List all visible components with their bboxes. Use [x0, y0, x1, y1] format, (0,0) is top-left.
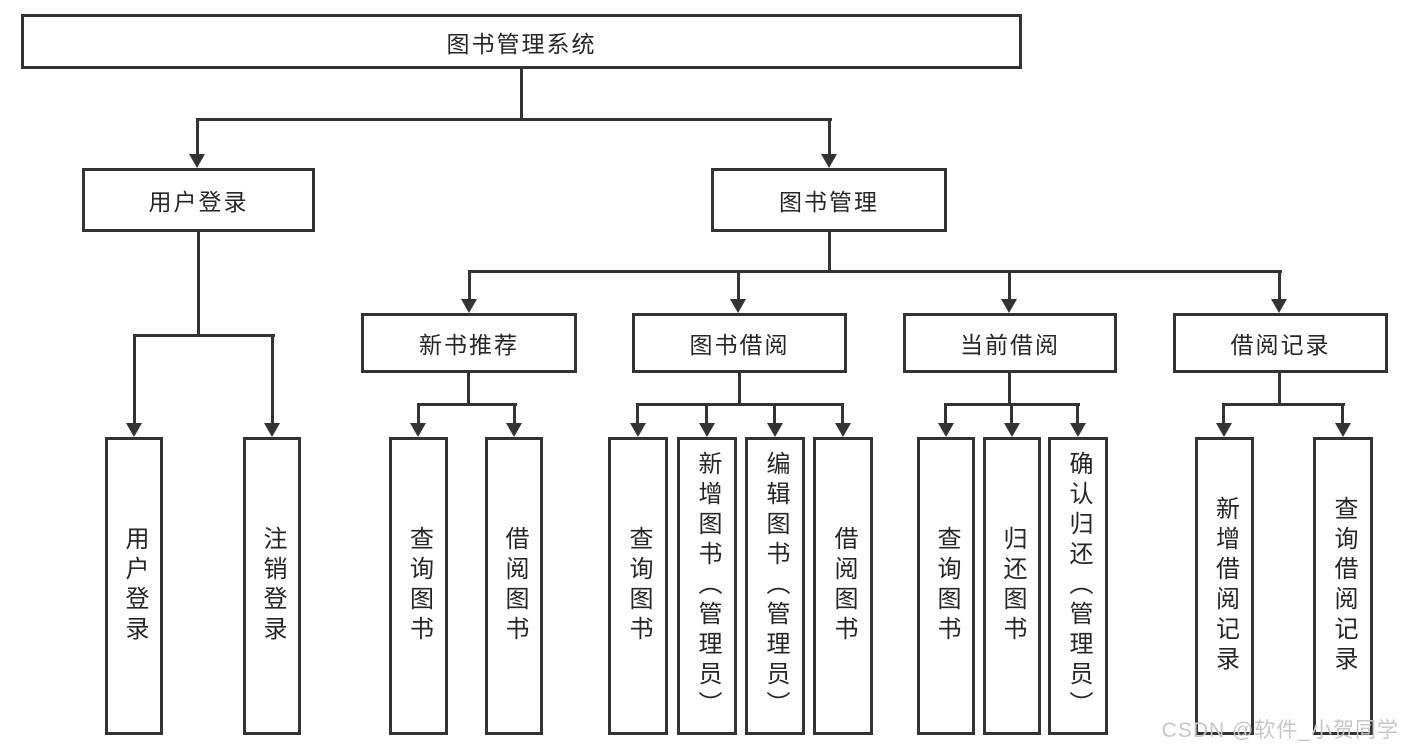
- arrowhead-down-icon: [699, 423, 715, 437]
- connector-vline: [773, 403, 776, 425]
- node-current-borrow: 当前借阅: [903, 313, 1117, 373]
- connector-vline: [1010, 403, 1013, 425]
- arrowhead-down-icon: [1216, 423, 1232, 437]
- connector-vline: [467, 372, 470, 406]
- node-label: 新增图书（管理员）: [694, 451, 721, 721]
- node-label: 当前借阅: [960, 332, 1060, 358]
- node-borrow-books-recommend: 借阅图书: [485, 437, 543, 735]
- connector-hline: [133, 334, 275, 337]
- node-label: 查询图书: [405, 526, 433, 646]
- node-label: 图书管理: [779, 189, 879, 215]
- connector-vline: [1341, 403, 1344, 425]
- node-book-borrow: 图书借阅: [632, 313, 847, 373]
- node-book-management: 图书管理: [711, 168, 947, 232]
- node-confirm-return-admin: 确认归还（管理员）: [1048, 437, 1108, 735]
- node-query-books-recommend: 查询图书: [389, 437, 448, 735]
- node-label: 查询借阅记录: [1330, 496, 1357, 676]
- node-label: 借阅图书: [501, 526, 528, 646]
- arrowhead-down-icon: [938, 423, 954, 437]
- connector-vline: [133, 334, 136, 424]
- connector-hline: [196, 118, 832, 121]
- node-return-book: 归还图书: [983, 437, 1041, 735]
- arrowhead-down-icon: [835, 423, 851, 437]
- node-label: 编辑图书（管理员）: [762, 451, 789, 721]
- connector-vline: [636, 403, 639, 425]
- connector-hline: [636, 403, 844, 406]
- connector-vline: [197, 231, 200, 337]
- node-borrow-records: 借阅记录: [1173, 313, 1388, 373]
- arrowhead-down-icon: [767, 423, 783, 437]
- arrowhead-down-icon: [410, 423, 426, 437]
- node-borrow-books: 借阅图书: [813, 437, 873, 735]
- arrowhead-down-icon: [1070, 423, 1086, 437]
- connector-vline: [738, 372, 741, 406]
- node-label: 新书推荐: [419, 332, 519, 358]
- node-query-books-borrow: 查询图书: [608, 437, 668, 735]
- node-new-book-recommend: 新书推荐: [361, 313, 577, 373]
- node-label: 用户登录: [148, 189, 249, 215]
- node-label: 图书借阅: [689, 332, 790, 358]
- node-logout: 注销登录: [243, 437, 301, 735]
- connector-vline: [841, 403, 844, 425]
- arrowhead-down-icon: [461, 299, 477, 313]
- node-label: 新增借阅记录: [1211, 496, 1239, 676]
- node-label: 图书管理系统: [446, 30, 597, 57]
- connector-hline: [417, 403, 517, 406]
- arrowhead-down-icon: [506, 423, 522, 437]
- connector-vline: [1076, 403, 1079, 425]
- watermark: CSDN @软件_小贺同学: [1161, 719, 1399, 742]
- node-label: 借阅图书: [830, 526, 857, 646]
- connector-vline: [1008, 270, 1011, 300]
- connector-vline: [828, 118, 831, 156]
- connector-vline: [417, 403, 420, 425]
- connector-vline: [944, 403, 947, 425]
- connector-vline: [1278, 270, 1281, 300]
- connector-hline: [468, 270, 1282, 273]
- node-label: 借阅记录: [1230, 332, 1331, 358]
- node-library-system: 图书管理系统: [21, 14, 1022, 69]
- node-query-borrow-record: 查询借阅记录: [1313, 437, 1373, 735]
- connector-hline: [1222, 403, 1345, 406]
- node-query-books-current: 查询图书: [917, 437, 975, 735]
- arrowhead-down-icon: [264, 423, 280, 437]
- connector-vline: [196, 118, 199, 156]
- arrowhead-down-icon: [189, 154, 205, 168]
- node-user-login-leaf: 用户登录: [105, 437, 163, 735]
- arrowhead-down-icon: [821, 154, 837, 168]
- connector-vline: [1278, 372, 1281, 406]
- arrowhead-down-icon: [1004, 423, 1020, 437]
- connector-vline: [468, 270, 471, 300]
- arrowhead-down-icon: [1271, 299, 1287, 313]
- connector-vline: [513, 403, 516, 425]
- node-label: 查询图书: [625, 526, 652, 646]
- connector-vline: [520, 68, 523, 120]
- connector-vline: [1222, 403, 1225, 425]
- connector-vline: [737, 270, 740, 300]
- arrowhead-down-icon: [630, 423, 646, 437]
- arrowhead-down-icon: [730, 299, 746, 313]
- arrowhead-down-icon: [1001, 299, 1017, 313]
- node-label: 查询图书: [933, 526, 960, 646]
- node-label: 用户登录: [121, 526, 148, 646]
- node-label: 归还图书: [999, 526, 1026, 646]
- node-label: 确认归还（管理员）: [1065, 451, 1092, 721]
- node-label: 注销登录: [259, 526, 286, 646]
- node-edit-book-admin: 编辑图书（管理员）: [745, 437, 805, 735]
- node-user-login: 用户登录: [82, 168, 315, 232]
- connector-vline: [271, 334, 274, 424]
- node-add-book-admin: 新增图书（管理员）: [677, 437, 737, 735]
- node-add-borrow-record: 新增借阅记录: [1195, 437, 1254, 735]
- connector-vline: [828, 231, 831, 273]
- arrowhead-down-icon: [126, 423, 142, 437]
- arrowhead-down-icon: [1335, 423, 1351, 437]
- connector-vline: [705, 403, 708, 425]
- connector-vline: [1008, 372, 1011, 406]
